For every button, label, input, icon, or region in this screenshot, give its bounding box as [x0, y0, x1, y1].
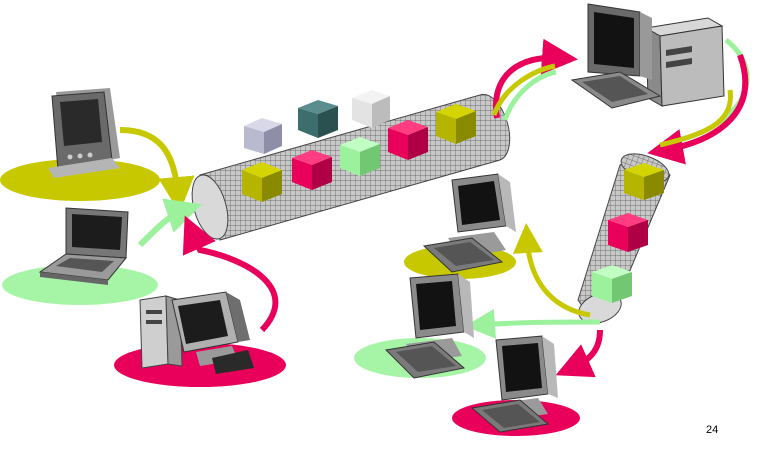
monitor-keyboard-icon [384, 273, 474, 379]
message-cube-icon [608, 213, 648, 252]
from-server-arrow-magenta [647, 53, 749, 165]
message-cube-icon [436, 104, 476, 144]
message-cube-icon [624, 163, 664, 200]
server-tower-icon [644, 17, 725, 107]
message-cube-icon [388, 120, 428, 160]
pda-arrow [119, 127, 195, 213]
message-cube-icon [244, 118, 282, 154]
from-server-arrow-yellow [659, 89, 733, 148]
desktop-computer-icon [139, 291, 254, 374]
client1-arrow [512, 223, 591, 318]
message-cube-icon [352, 90, 390, 128]
desktop-arrow [182, 215, 279, 333]
page-number: 24 [706, 424, 719, 436]
handheld-pda-icon [48, 88, 120, 178]
client2-arrow [465, 308, 601, 339]
pda-base-ellipse [0, 159, 160, 201]
message-cube-icon [340, 137, 380, 176]
monitor-keyboard-icon [422, 173, 516, 273]
client3-arrow [555, 329, 603, 378]
laptop-icon [38, 207, 129, 285]
message-cube-icon [292, 150, 332, 190]
message-cube-icon [298, 100, 338, 138]
laptop-arrow [137, 198, 203, 248]
to-server-arrow-green [502, 69, 557, 121]
to-server-arrow-yellow [491, 63, 556, 116]
server-monitor-icon [570, 3, 662, 109]
monitor-keyboard-icon [470, 335, 558, 433]
message-cube-icon [242, 162, 282, 202]
message-cube-icon [592, 265, 632, 303]
